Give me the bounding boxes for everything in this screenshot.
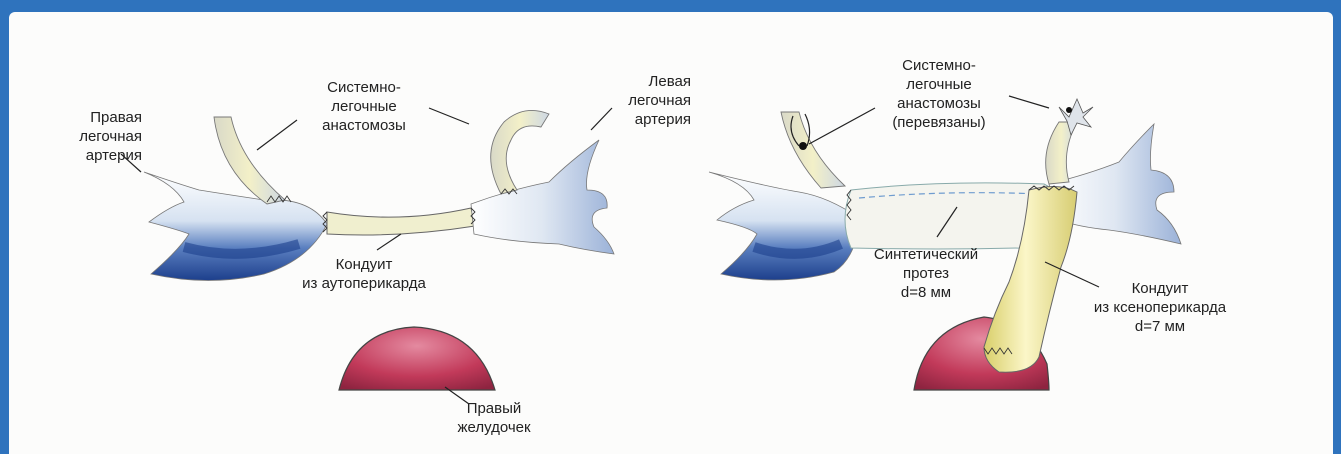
right-ventricle-label: Правый желудочек [444, 399, 544, 437]
right-shunt-tube [491, 110, 549, 194]
autopericardium-conduit [327, 208, 475, 235]
xenopericardium-conduit-label: Кондуит из ксеноперикарда d=7 мм [1076, 279, 1244, 336]
left-shunt-tube [214, 117, 285, 204]
synthetic-prosthesis-label: Синтетический протез d=8 мм [861, 245, 991, 302]
figure-panel: Правая легочная артерия Системно- легочн… [9, 12, 1333, 454]
left-shunts-label: Системно- легочные анастомозы [299, 78, 429, 135]
autopericardium-conduit-label: Кондуит из аутоперикарда [274, 255, 454, 293]
right-ventricle [339, 327, 495, 390]
right-illustration [709, 96, 1181, 390]
ligated-shunts-label: Системно- легочные анастомозы (перевязан… [869, 56, 1009, 132]
left-pulmonary-artery-label: Левая легочная артерия [591, 72, 691, 129]
right-pulmonary-artery-2 [709, 172, 859, 280]
right-pulmonary-artery-label: Правая легочная артерия [24, 108, 142, 165]
